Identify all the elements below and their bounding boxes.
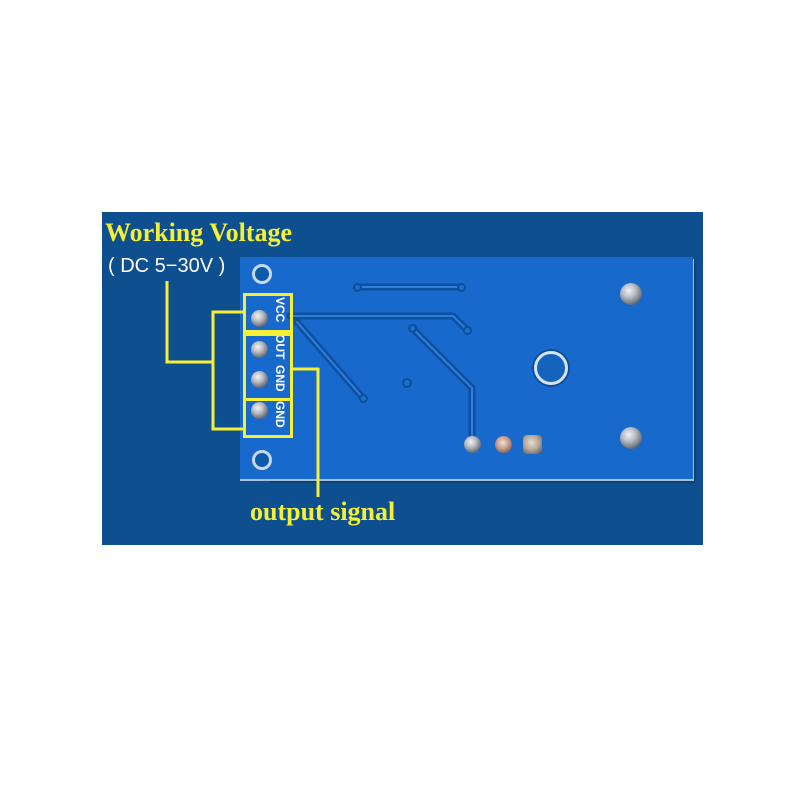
highlight-vcc — [243, 293, 293, 333]
via — [463, 326, 472, 335]
output-signal-label: output signal — [250, 497, 396, 526]
mount-hole-bottom — [252, 450, 272, 470]
via — [402, 378, 412, 388]
highlight-gnd — [243, 398, 293, 438]
header-pin-gnd-2 — [251, 402, 268, 419]
solder-pad-3 — [523, 435, 542, 454]
working-voltage-range: ( DC 5−30V ) — [108, 255, 226, 277]
mount-hole-top — [252, 264, 272, 284]
via — [359, 394, 368, 403]
via — [353, 283, 362, 292]
working-voltage-title: Working Voltage — [105, 218, 293, 247]
via — [408, 324, 417, 333]
highlight-out-gnd — [243, 333, 293, 401]
header-pin-gnd-1 — [251, 371, 268, 388]
header-pin-vcc — [251, 310, 268, 327]
relay-pin-top — [620, 283, 642, 305]
solder-pad-2 — [495, 436, 512, 453]
solder-pad-1 — [464, 436, 481, 453]
relay-pin-bottom — [620, 427, 642, 449]
center-mount-hole — [534, 351, 568, 385]
via — [457, 283, 466, 292]
header-pin-out — [251, 341, 268, 358]
